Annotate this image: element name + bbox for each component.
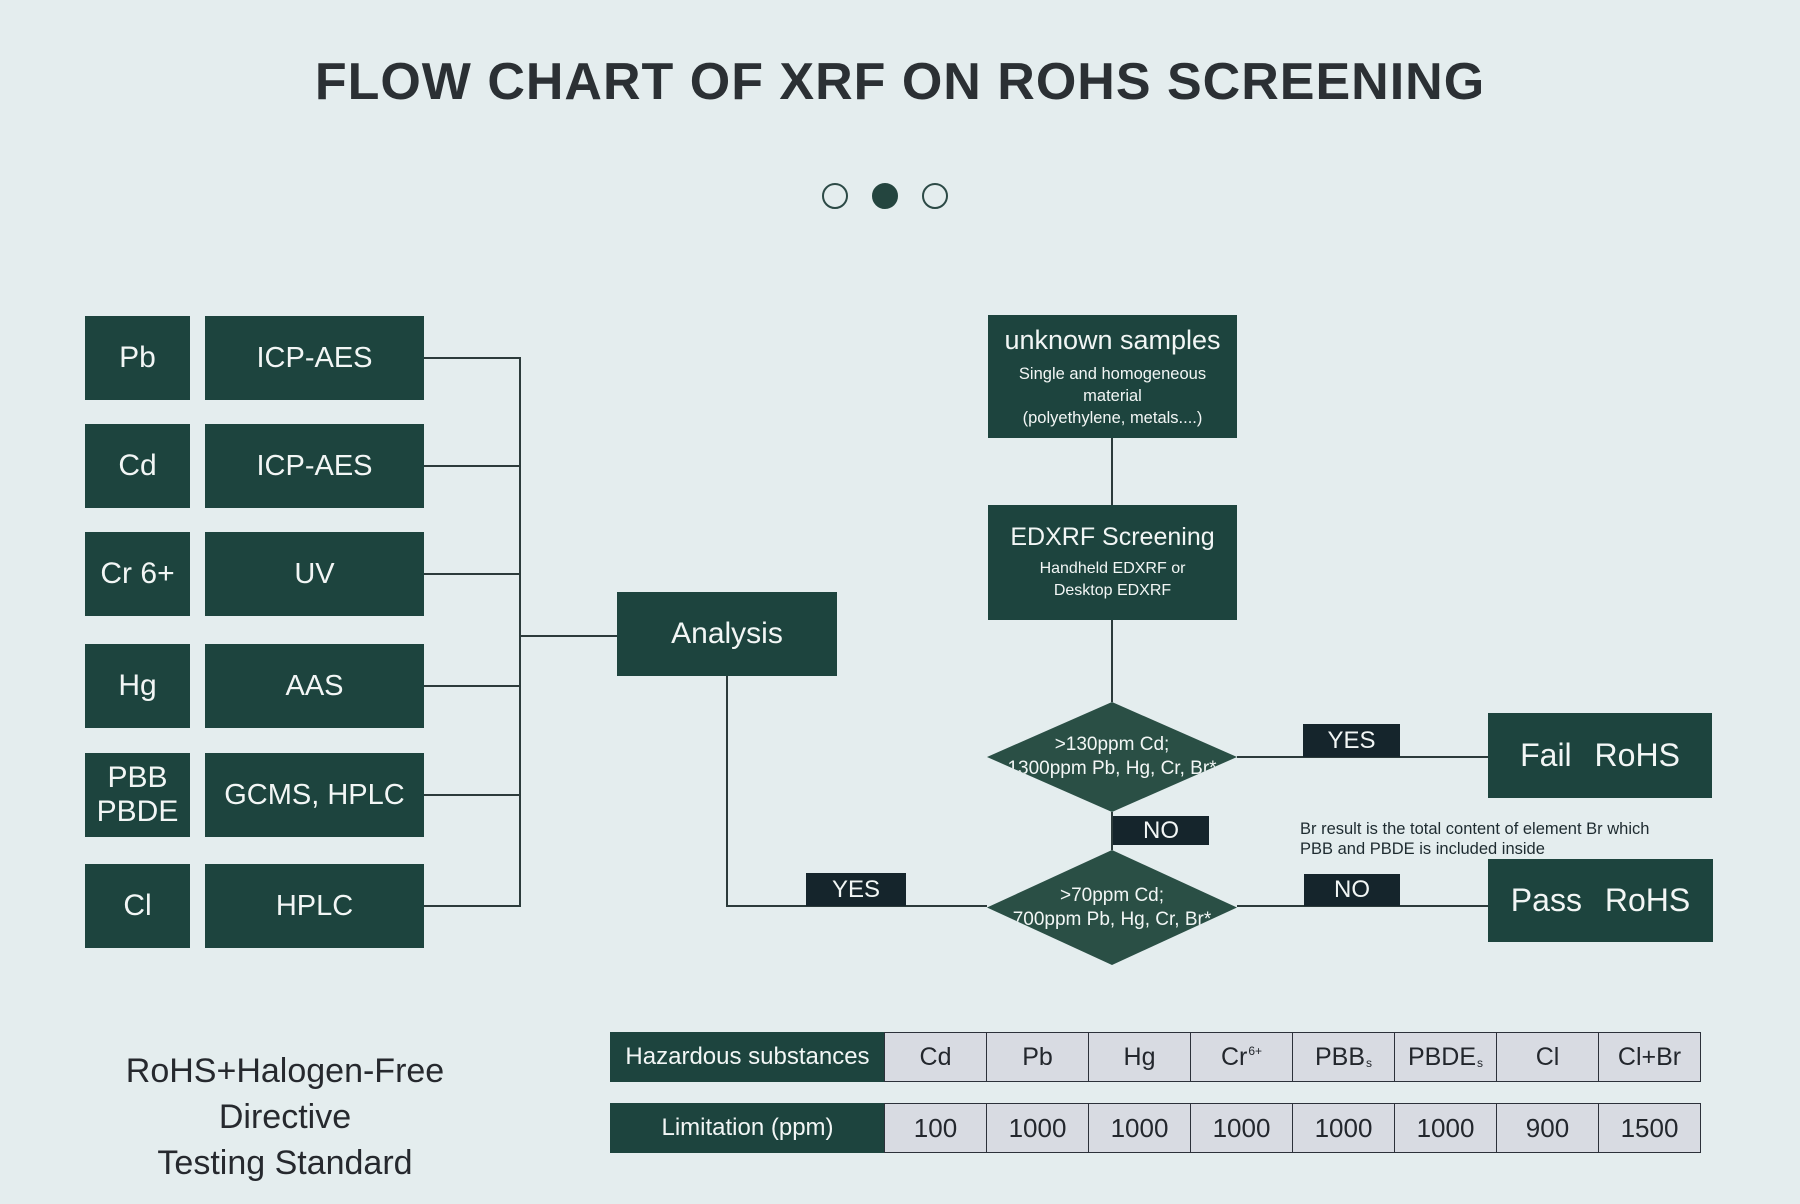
connector-unknown-to-edxrf [1111,438,1113,505]
caption-line1: RoHS+Halogen-Free Directive [125,1052,445,1136]
table-col-pb: Pb [986,1032,1089,1082]
connector-cr-stub [424,573,519,575]
br-note: Br result is the total content of elemen… [1300,819,1660,859]
method-box-gcms-hplc: GCMS, HPLC [205,753,424,837]
substance-box-pb: Pb [85,316,190,400]
limit-hg: 1000 [1088,1103,1191,1153]
caption-line2: Testing Standard [157,1144,413,1182]
method-box-aas: AAS [205,644,424,728]
connector-bus-vertical [519,357,521,907]
limit-clbr: 1500 [1598,1103,1701,1153]
unknown-samples-title: unknown samples [1004,324,1221,355]
substance-box-cl: Cl [85,864,190,948]
connector-analysis-to-decision2 [726,905,987,907]
method-box-hplc: HPLC [205,864,424,948]
connector-cl-stub [424,905,519,907]
limit-cd: 100 [884,1103,987,1153]
connector-cd-stub [424,465,519,467]
connector-analysis-down [726,676,728,906]
decision2-line2: 700ppm Pb, Hg, Cr, Br* [1012,908,1212,930]
decision1-diamond: >130ppm Cd; 1300ppm Pb, Hg, Cr, Br* [987,702,1237,812]
connector-pbb-stub [424,794,519,796]
edxrf-title: EDXRF Screening [1010,523,1215,551]
table-col-cl: Cl [1496,1032,1599,1082]
connector-decision1-to-fail [1237,756,1488,758]
limit-pbde: 1000 [1394,1103,1497,1153]
connector-edxrf-to-decision1 [1111,620,1113,702]
limit-cl: 900 [1496,1103,1599,1153]
carousel [822,183,948,209]
substance-box-cr6: Cr 6+ [85,532,190,616]
edxrf-subtitle-1: Handheld EDXRF or [1039,560,1186,577]
decision2-diamond: >70ppm Cd; 700ppm Pb, Hg, Cr, Br* [987,850,1237,965]
edxrf-screening-box: EDXRF Screening Handheld EDXRF or Deskto… [988,505,1237,620]
carousel-dot[interactable] [822,183,848,209]
unknown-samples-subtitle-2: (polyethylene, metals....) [1022,408,1203,427]
connector-decision2-to-pass [1237,905,1488,907]
method-box-icpaes1: ICP-AES [205,316,424,400]
table-col-clbr: Cl+Br [1598,1032,1701,1082]
substance-box-hg: Hg [85,644,190,728]
label-yes-fail: YES [1303,724,1400,757]
substance-box-pbb-pbde: PBB PBDE [85,753,190,837]
unknown-samples-subtitle-1: Single and homogeneous material [1018,364,1207,405]
substance-box-cd: Cd [85,424,190,508]
label-no-between: NO [1113,816,1209,845]
unknown-samples-box: unknown samples Single and homogeneous m… [988,315,1237,438]
br-note-line2: PBB and PBDE is included inside [1300,840,1545,858]
table-col-hg: Hg [1088,1032,1191,1082]
table-row-limits: Limitation (ppm) 100 1000 1000 1000 1000… [610,1103,1701,1153]
table-header-hazardous: Hazardous substances [610,1032,885,1082]
decision1-line1: >130ppm Cd; [1054,734,1170,755]
carousel-dot[interactable] [872,183,898,209]
connector-pb-stub [424,357,519,359]
decision2-line1: >70ppm Cd; [1059,884,1165,906]
limit-cr6: 1000 [1190,1103,1293,1153]
decision1-line2: 1300ppm Pb, Hg, Cr, Br* [1007,758,1217,779]
table-header-limitation: Limitation (ppm) [610,1103,885,1153]
pass-rohs-box: Pass RoHS [1488,859,1713,942]
connector-hg-stub [424,685,519,687]
method-box-uv: UV [205,532,424,616]
testing-standard-caption: RoHS+Halogen-Free Directive Testing Stan… [60,1048,510,1186]
page-title: FLOW CHART OF XRF ON ROHS SCREENING [314,53,1486,111]
carousel-dot[interactable] [922,183,948,209]
label-yes-analysis: YES [806,873,906,906]
table-col-cd: Cd [884,1032,987,1082]
connector-bus-to-analysis [519,635,617,637]
fail-rohs-box: Fail RoHS [1488,713,1712,798]
edxrf-subtitle-2: Desktop EDXRF [1053,582,1172,599]
label-no-pass: NO [1304,874,1400,906]
analysis-box: Analysis [617,592,837,676]
method-box-icpaes2: ICP-AES [205,424,424,508]
br-note-line1: Br result is the total content of elemen… [1300,820,1650,838]
limit-pb: 1000 [986,1103,1089,1153]
connector-decision1-to-decision2 [1111,812,1113,850]
limit-pbb: 1000 [1292,1103,1395,1153]
